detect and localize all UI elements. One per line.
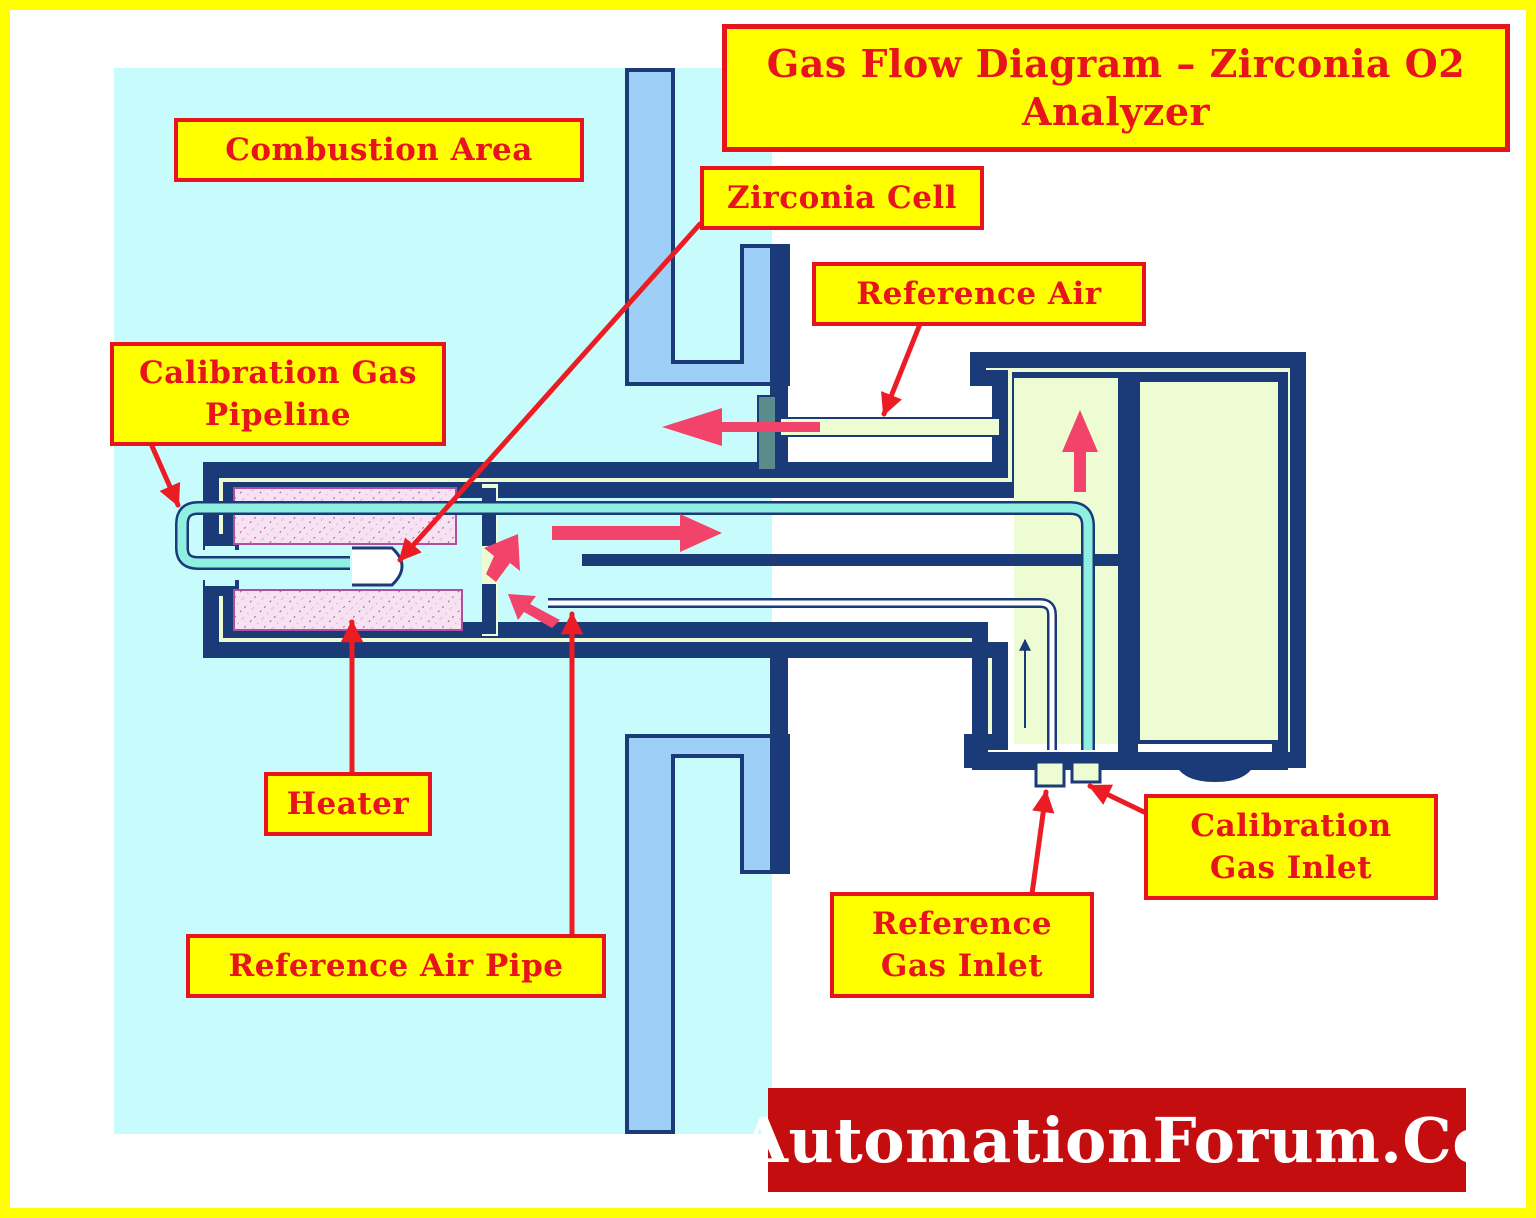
- brand-watermark: AutomationForum.Co: [740, 1088, 1494, 1192]
- label-calibration-gas-inlet-line-2: Gas Inlet: [1209, 850, 1373, 886]
- diagram-title-line-2: Analyzer: [1021, 89, 1211, 134]
- flow-arrow-diagonal-lower: [508, 594, 560, 628]
- callout-calibration-gas-inlet: [1087, 783, 1147, 815]
- label-zirconia-cell: Zirconia Cell: [700, 166, 984, 230]
- label-reference-gas-inlet: Reference Gas Inlet: [830, 892, 1094, 998]
- label-reference-gas-inlet-line-2: Gas Inlet: [880, 948, 1044, 984]
- callout-reference-gas-inlet: [1029, 789, 1055, 897]
- label-reference-air-pipe-text: Reference Air Pipe: [228, 948, 564, 984]
- label-combustion-area-text: Combustion Area: [225, 132, 533, 168]
- diagram-title-line-1: Gas Flow Diagram – Zirconia O2: [766, 41, 1466, 86]
- compartment-divider: [1118, 372, 1138, 762]
- flow-arrow-diagonal-upper: [484, 534, 520, 582]
- flow-arrow-housing-up: [1062, 410, 1098, 492]
- flow-arrow-probe-right: [552, 514, 722, 552]
- label-reference-air: Reference Air: [812, 262, 1146, 326]
- label-heater-text: Heater: [286, 786, 410, 822]
- diagram-title: Gas Flow Diagram – Zirconia O2 Analyzer: [722, 24, 1510, 152]
- label-reference-air-pipe: Reference Air Pipe: [186, 934, 606, 998]
- label-combustion-area: Combustion Area: [174, 118, 584, 182]
- housing-foot: [1174, 760, 1256, 782]
- electronics-compartment: [1136, 378, 1282, 744]
- callout-zirconia-cell: [397, 221, 703, 563]
- partition-wall-bottom: [482, 584, 496, 634]
- zirconia-cell-shape: [352, 546, 404, 587]
- label-calibration-gas-pipeline-line-2: Pipeline: [204, 397, 352, 433]
- furnace-wall-upper: [625, 68, 790, 386]
- wall-flange-lower: [770, 648, 788, 874]
- heater-element-top: [233, 487, 457, 545]
- label-calibration-gas-inlet: Calibration Gas Inlet: [1144, 794, 1438, 900]
- partition-wall-top: [482, 488, 496, 546]
- reference-gas-inlet-fitting: [1034, 760, 1066, 788]
- callout-reference-air: [881, 321, 923, 417]
- label-heater: Heater: [264, 772, 432, 836]
- heater-element-bottom: [233, 589, 463, 631]
- reference-air-plug: [757, 395, 777, 471]
- callout-calibration-gas-pipeline: [149, 443, 181, 508]
- calibration-gas-pipe-inner: [177, 503, 1093, 750]
- flow-arrow-reference-air-out: [662, 408, 820, 446]
- label-calibration-gas-pipeline: Calibration Gas Pipeline: [110, 342, 446, 446]
- inner-tube-wall: [582, 554, 1118, 566]
- reference-air-pipe-inner: [548, 600, 1055, 750]
- label-calibration-gas-pipeline-line-1: Calibration Gas: [138, 355, 418, 391]
- calibration-gas-inlet-fitting: [1070, 760, 1102, 784]
- label-reference-air-text: Reference Air: [856, 276, 1102, 312]
- label-reference-gas-inlet-line-1: Reference: [871, 906, 1053, 942]
- label-zirconia-cell-text: Zirconia Cell: [727, 180, 957, 216]
- label-calibration-gas-inlet-line-1: Calibration: [1190, 808, 1392, 844]
